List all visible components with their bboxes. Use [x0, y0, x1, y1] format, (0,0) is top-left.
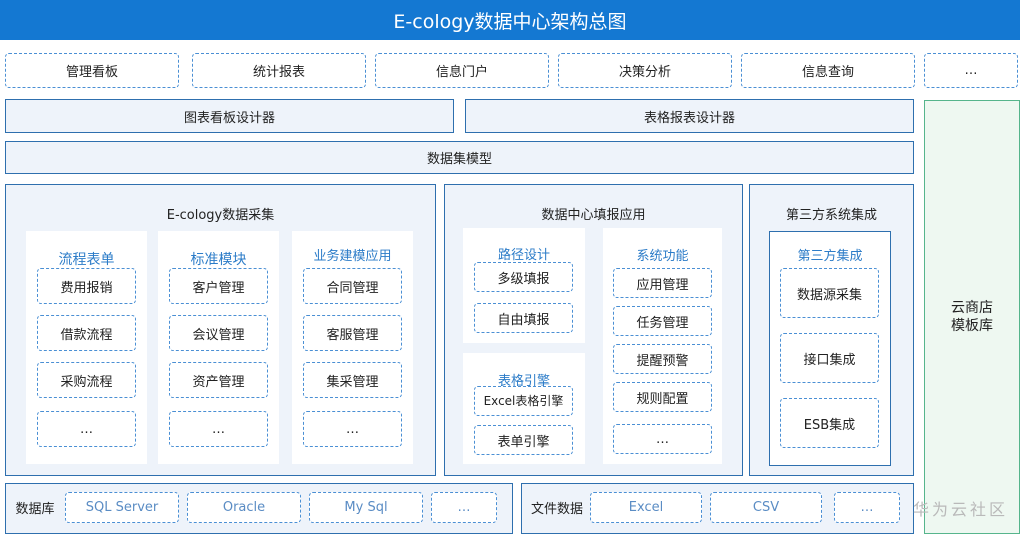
procurement-process: 采购流程: [37, 362, 136, 398]
esb-integration: ESB集成: [780, 398, 879, 448]
data-source-collection: 数据源采集: [780, 268, 879, 318]
business-modeling-more: …: [303, 411, 402, 447]
customer-management: 客户管理: [169, 268, 268, 304]
rule-config: 规则配置: [613, 382, 712, 412]
excel-table-engine: Excel表格引擎: [474, 386, 573, 416]
table-report-designer: 表格报表设计器: [465, 99, 914, 133]
top-item-more: …: [924, 53, 1018, 88]
database-label: 数据库: [15, 501, 55, 517]
csv-file: CSV: [710, 492, 822, 523]
system-function-more: …: [613, 424, 712, 454]
top-item-portal: 信息门户: [375, 53, 549, 88]
third-party-title: 第三方系统集成: [785, 207, 877, 223]
contract-management: 合同管理: [303, 268, 402, 304]
dataset-model: 数据集模型: [5, 141, 914, 174]
template-library-label: 模板库: [951, 318, 993, 334]
mysql: My Sql: [309, 492, 423, 523]
meeting-management: 会议管理: [169, 315, 268, 351]
file-data-more: …: [834, 492, 900, 523]
task-management: 任务管理: [613, 306, 712, 336]
fill-app-title: 数据中心填报应用: [541, 207, 646, 223]
interface-integration: 接口集成: [780, 333, 879, 383]
business-modeling-title: 业务建模应用: [313, 248, 392, 264]
form-engine: 表单引擎: [474, 425, 573, 455]
standard-module-more: …: [169, 411, 268, 447]
multi-level-fill: 多级填报: [474, 262, 573, 292]
database-more: …: [431, 492, 497, 523]
loan-process: 借款流程: [37, 315, 136, 351]
cloud-store-template-library: 云商店 模板库: [924, 100, 1020, 534]
cloud-store-label: 云商店: [951, 300, 993, 316]
top-item-decision: 决策分析: [558, 53, 732, 88]
reminder-warning: 提醒预警: [613, 344, 712, 374]
sql-server: SQL Server: [65, 492, 179, 523]
standard-module-title: 标准模块: [190, 252, 247, 268]
excel-file: Excel: [590, 492, 702, 523]
table-engine-title: 表格引擎: [497, 373, 550, 389]
oracle: Oracle: [187, 492, 301, 523]
asset-management: 资产管理: [169, 362, 268, 398]
file-data-label: 文件数据: [530, 501, 583, 517]
app-management: 应用管理: [613, 268, 712, 298]
centralized-procurement: 集采管理: [303, 362, 402, 398]
top-item-dashboard: 管理看板: [5, 53, 179, 88]
process-form-title: 流程表单: [58, 252, 115, 268]
top-item-query: 信息查询: [741, 53, 915, 88]
process-form-more: …: [37, 411, 136, 447]
watermark-text: 华为云社区: [912, 500, 1008, 519]
top-item-statistics: 统计报表: [192, 53, 366, 88]
expense-reimbursement: 费用报销: [37, 268, 136, 304]
free-fill: 自由填报: [474, 303, 573, 333]
chart-dashboard-designer: 图表看板设计器: [5, 99, 454, 133]
path-design-title: 路径设计: [497, 247, 550, 263]
collection-title: E-cology数据采集: [166, 207, 275, 223]
third-party-inner-title: 第三方集成: [797, 248, 863, 264]
diagram-title: E-cology数据中心架构总图: [0, 0, 1020, 40]
customer-service-management: 客服管理: [303, 315, 402, 351]
system-function-title: 系统功能: [636, 248, 689, 264]
